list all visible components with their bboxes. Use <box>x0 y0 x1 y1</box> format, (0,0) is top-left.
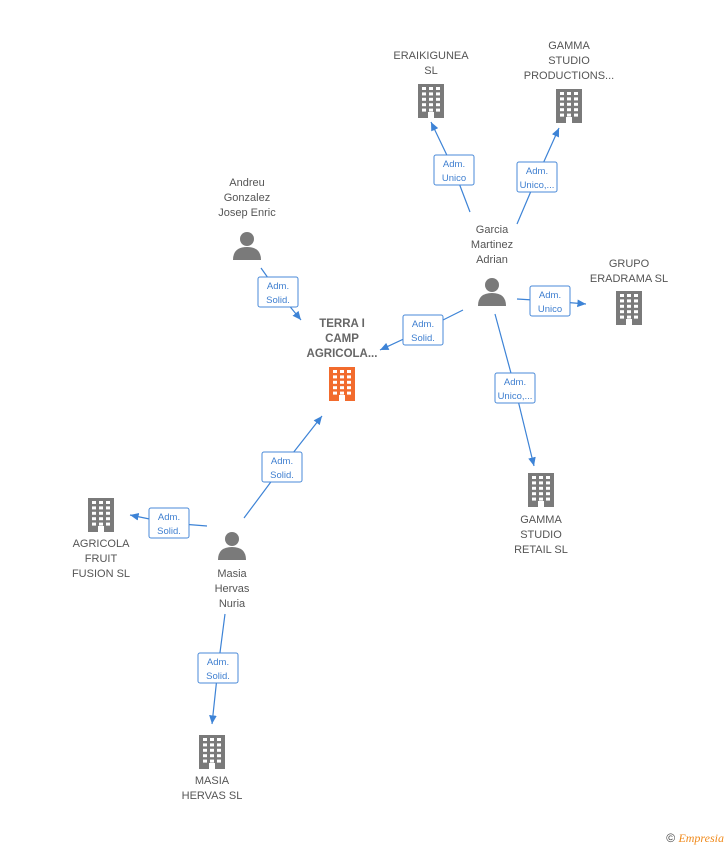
building-icon[interactable] <box>88 498 114 532</box>
copyright-symbol: © <box>666 831 676 845</box>
footer-brand: © Empresia <box>666 831 724 846</box>
edge-role-text: Adm.Unico <box>442 159 466 184</box>
edge-role-text: Adm.Solid. <box>411 319 435 344</box>
edge-label-garcia-to-terra[interactable]: Adm.Solid. <box>402 314 444 346</box>
brand-name[interactable]: Empresia <box>678 831 724 845</box>
edge-label-garcia-to-grupo[interactable]: Adm.Unico <box>529 285 571 317</box>
edge-label-garcia-to-gamma_retail[interactable]: Adm.Unico,... <box>494 372 536 404</box>
edge-label-garcia-to-eraikigunea[interactable]: Adm.Unico <box>433 154 475 186</box>
edge-label-andreu-to-terra[interactable]: Adm.Solid. <box>257 276 299 308</box>
edge-label-masia_nuria-to-terra[interactable]: Adm.Solid. <box>261 451 303 483</box>
building-icon[interactable] <box>329 367 355 401</box>
edge-label-masia_nuria-to-agricola[interactable]: Adm.Solid. <box>148 507 190 539</box>
edge-role-text: Adm.Solid. <box>206 657 230 682</box>
edge-label-masia_nuria-to-masia_sl[interactable]: Adm.Solid. <box>197 652 239 684</box>
building-icon[interactable] <box>418 84 444 118</box>
edge-role-text: Adm.Solid. <box>157 512 181 537</box>
edge-role-text: Adm.Solid. <box>270 456 294 481</box>
edges-layer <box>129 121 587 725</box>
edge-role-text: Adm.Unico,... <box>520 166 555 191</box>
edge-label-garcia-to-gamma_prod[interactable]: Adm.Unico,... <box>516 161 558 193</box>
person-icon[interactable] <box>218 532 246 560</box>
building-icon[interactable] <box>528 473 554 507</box>
edge-labels-layer: Adm.UnicoAdm.Unico,...Adm.UnicoAdm.Unico… <box>148 154 571 684</box>
edge-role-text: Adm.Unico,... <box>498 377 533 402</box>
building-icon[interactable] <box>199 735 225 769</box>
building-icon[interactable] <box>556 89 582 123</box>
person-icon[interactable] <box>233 232 261 260</box>
person-icon[interactable] <box>478 278 506 306</box>
edge-role-text: Adm.Solid. <box>266 281 290 306</box>
edge-role-text: Adm.Unico <box>538 290 562 315</box>
building-icon[interactable] <box>616 291 642 325</box>
